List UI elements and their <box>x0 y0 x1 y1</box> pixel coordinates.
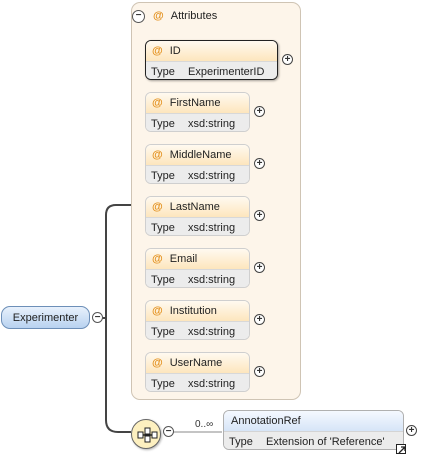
attribute-name: MiddleName <box>169 149 232 161</box>
attribute-type: xsd:string <box>188 117 236 130</box>
attribute-icon: @ <box>152 97 163 109</box>
attribute-middlename[interactable]: @ MiddleName Type xsd:string <box>145 144 250 184</box>
attribute-name: LastName <box>169 201 220 213</box>
attribute-id[interactable]: @ ID Type ExperimenterID <box>145 40 278 80</box>
attribute-type: xsd:string <box>188 169 236 182</box>
attribute-name: FirstName <box>169 97 221 109</box>
type-label: Type <box>151 169 175 182</box>
attribute-firstname[interactable]: @ FirstName Type xsd:string <box>145 92 250 132</box>
attribute-icon: @ <box>152 201 163 213</box>
attribute-at-icon: @ <box>153 10 164 22</box>
sequence-compositor[interactable] <box>131 419 161 449</box>
type-label: Type <box>229 435 253 448</box>
element-name: AnnotationRef <box>231 415 301 427</box>
attribute-lastname[interactable]: @ LastName Type xsd:string <box>145 196 250 236</box>
type-label: Type <box>151 117 175 130</box>
attribute-name: Institution <box>169 305 217 317</box>
expand-firstname-icon[interactable]: + <box>254 106 265 117</box>
root-element-label: Experimenter <box>12 311 79 324</box>
expand-lastname-icon[interactable]: + <box>254 210 265 221</box>
attribute-name: Email <box>169 253 198 265</box>
expand-middlename-icon[interactable]: + <box>254 158 265 169</box>
attribute-icon: @ <box>152 305 163 317</box>
attribute-type: xsd:string <box>188 221 236 234</box>
attribute-type: xsd:string <box>188 325 236 338</box>
attribute-institution[interactable]: @ Institution Type xsd:string <box>145 300 250 340</box>
attributes-group-header: − @ Attributes <box>132 8 217 24</box>
type-label: Type <box>151 273 175 286</box>
attribute-type: xsd:string <box>188 273 236 286</box>
expand-annotationref-icon[interactable]: + <box>406 425 417 436</box>
attribute-icon: @ <box>152 45 163 57</box>
attribute-icon: @ <box>152 149 163 161</box>
attribute-icon: @ <box>152 357 163 369</box>
attribute-type: xsd:string <box>188 377 236 390</box>
attributes-header-label: Attributes <box>170 10 218 22</box>
expand-username-icon[interactable]: + <box>254 366 265 377</box>
attribute-username[interactable]: @ UserName Type xsd:string <box>145 352 250 392</box>
expand-email-icon[interactable]: + <box>254 262 265 273</box>
expand-institution-icon[interactable]: + <box>254 314 265 325</box>
element-type: Extension of 'Reference' <box>266 435 385 448</box>
reference-arrow-icon[interactable] <box>396 444 406 454</box>
type-label: Type <box>151 65 175 78</box>
expand-id-icon[interactable]: + <box>282 54 293 65</box>
attribute-icon: @ <box>152 253 163 265</box>
collapse-sequence-icon[interactable]: − <box>163 426 174 437</box>
collapse-attributes-icon[interactable]: − <box>132 9 145 23</box>
root-element-experimenter[interactable]: Experimenter <box>1 306 90 329</box>
attribute-type: ExperimenterID <box>188 65 265 78</box>
attribute-name: UserName <box>169 357 223 369</box>
attribute-name: ID <box>169 45 181 57</box>
sequence-compositor-icon <box>137 427 158 443</box>
attribute-email[interactable]: @ Email Type xsd:string <box>145 248 250 288</box>
element-annotationref[interactable]: AnnotationRef Type Extension of 'Referenc… <box>223 410 404 450</box>
type-label: Type <box>151 221 175 234</box>
type-label: Type <box>151 325 175 338</box>
collapse-root-icon[interactable]: − <box>92 312 103 323</box>
cardinality-label: 0..∞ <box>195 419 214 430</box>
type-label: Type <box>151 377 175 390</box>
